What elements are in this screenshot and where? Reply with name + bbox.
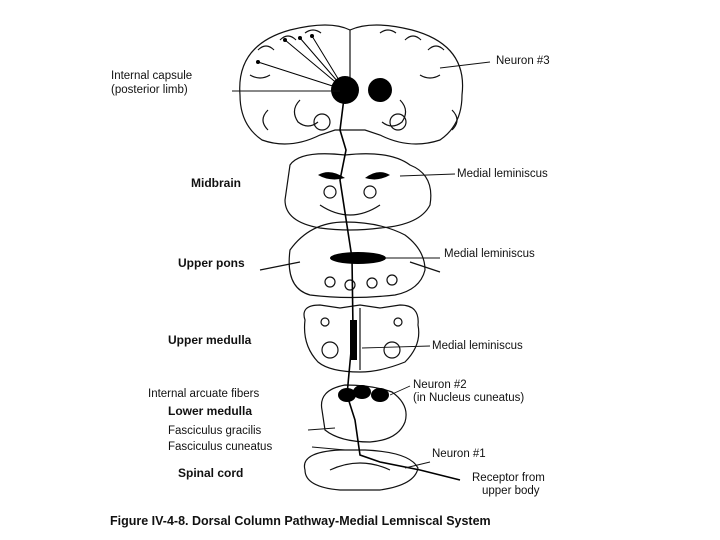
cerebrum-section <box>239 24 464 145</box>
upper-medulla-section <box>303 304 420 373</box>
label-midbrain: Midbrain <box>191 176 241 190</box>
cortical-projections <box>257 35 346 91</box>
label-internal-capsule: Internal capsule <box>111 70 193 82</box>
label-neuron-2-sub: (in Nucleus cuneatus) <box>413 392 525 404</box>
label-fasciculus-cuneatus: Fasciculus cuneatus <box>168 441 273 453</box>
label-receptor-sub: upper body <box>482 485 540 497</box>
nucleus-cuneatus-right <box>371 388 389 402</box>
label-spinal-cord: Spinal cord <box>178 466 244 480</box>
pons-section <box>259 221 441 299</box>
label-internal-arcuate: Internal arcuate fibers <box>148 388 260 400</box>
lower-medulla-section <box>320 384 407 443</box>
label-lower-medulla: Lower medulla <box>168 404 253 418</box>
label-medial-lemniscus-1: Medial leminiscus <box>457 168 548 180</box>
label-neuron-2: Neuron #2 <box>413 379 467 391</box>
spinal-cord-section <box>303 449 419 491</box>
figure-caption: Figure IV-4-8. Dorsal Column Pathway-Med… <box>110 514 491 528</box>
pathway-fiber <box>339 89 461 481</box>
midbrain-section <box>284 153 432 231</box>
label-medial-lemniscus-3: Medial leminiscus <box>432 340 523 352</box>
midbrain-lemniscus <box>318 172 390 180</box>
label-upper-medulla: Upper medulla <box>168 333 252 347</box>
medulla-lemniscus <box>350 320 357 360</box>
label-fasciculus-gracilis: Fasciculus gracilis <box>168 425 262 437</box>
label-medial-lemniscus-2: Medial leminiscus <box>444 248 535 260</box>
label-neuron-3: Neuron #3 <box>496 55 550 67</box>
label-receptor: Receptor from <box>472 472 545 484</box>
thalamus-right <box>368 78 392 102</box>
label-upper-pons: Upper pons <box>178 256 245 270</box>
nucleus-gracilis <box>353 385 371 399</box>
label-internal-capsule-sub: (posterior limb) <box>111 84 188 96</box>
label-neuron-1: Neuron #1 <box>432 448 486 460</box>
pons-lemniscus <box>330 252 386 264</box>
